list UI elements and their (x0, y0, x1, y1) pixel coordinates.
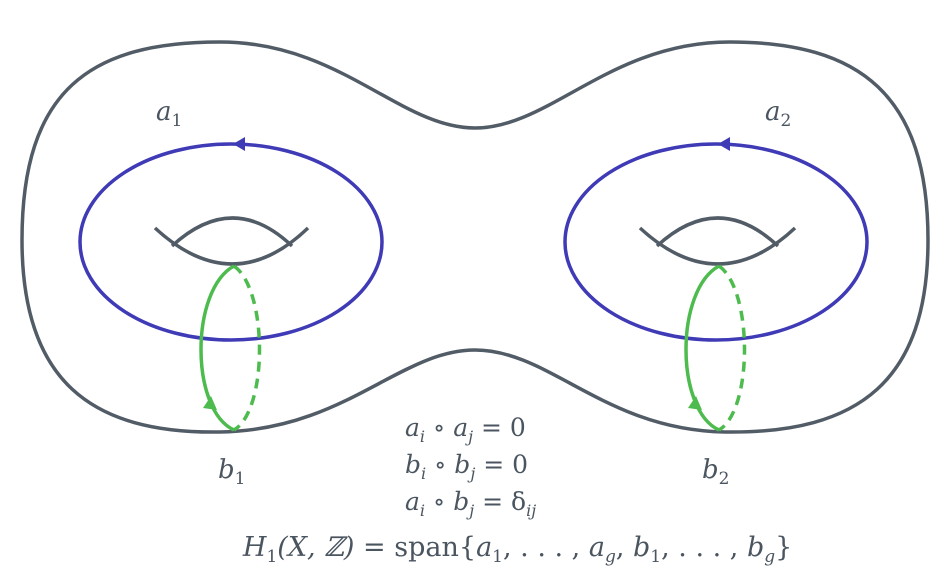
label-b2-sub: 2 (719, 469, 730, 489)
eq3-rhs-sub: ij (526, 501, 536, 520)
surface-outline (20, 40, 930, 434)
label-a2-base: a (765, 97, 781, 127)
eq2-li: i (421, 464, 426, 483)
a2-cycle (563, 142, 869, 342)
eq2-ri: j (467, 464, 475, 483)
hom-bg: g (764, 547, 775, 567)
hom-b1: 1 (650, 547, 661, 567)
eq1-rhs: = 0 (473, 413, 526, 442)
b2-cycle-front (684, 264, 720, 432)
hom-a: a (476, 532, 492, 563)
eq1-op: ∘ (425, 413, 453, 442)
eq3-rhs: = δ (474, 487, 526, 516)
hom-ag: g (605, 547, 616, 567)
label-b2-base: b (702, 455, 719, 485)
eq2-rhs: = 0 (475, 450, 528, 479)
eq2-r: b (454, 450, 470, 479)
hom-span: span{ (394, 532, 476, 563)
label-a2-sub: 2 (781, 111, 792, 131)
hom-args: (X, ℤ) = (277, 532, 394, 563)
eq3-li: i (420, 501, 425, 520)
hom-b: b (633, 532, 650, 563)
eq3-op: ∘ (425, 487, 453, 516)
eq1-r: a (453, 413, 468, 442)
eq3-ri: j (466, 501, 474, 520)
label-b1: b1 (218, 455, 245, 489)
hom-sep1: , . . . , (503, 532, 589, 563)
eq3-r: b (453, 487, 469, 516)
label-a1-sub: 1 (172, 111, 183, 131)
equation-b-b: bi ∘ bj = 0 (405, 450, 528, 483)
homology-equation: H1(X, ℤ) = span{a1, . . . , ag, b1, . . … (200, 532, 818, 567)
hom-sep2: , . . . , (661, 532, 747, 563)
label-a2: a2 (765, 97, 791, 131)
left-hole-upper-curve (170, 216, 294, 248)
hom-h: H (242, 532, 267, 563)
b1-arrowhead-icon (203, 396, 217, 410)
hom-close: } (775, 532, 792, 563)
b1-cycle-front (199, 264, 235, 432)
equation-a-b: ai ∘ bj = δij (405, 487, 536, 520)
right-hole-lower-curve (638, 226, 797, 266)
hom-comma: , (616, 532, 633, 563)
eq1-l: a (405, 413, 420, 442)
hom-b-g: b (747, 532, 764, 563)
label-b2: b2 (702, 455, 729, 489)
b1-cycle-back (232, 264, 262, 432)
left-hole-lower-curve (153, 226, 310, 266)
a1-arrowhead-icon (233, 137, 245, 151)
hom-a1: 1 (492, 547, 503, 567)
a2-arrowhead-icon (718, 137, 730, 151)
b2-arrowhead-icon (688, 396, 702, 410)
eq2-l: b (405, 450, 421, 479)
eq1-li: i (420, 427, 425, 446)
label-a1: a1 (156, 97, 182, 131)
hom-h-sub: 1 (266, 547, 277, 567)
label-a1-base: a (156, 97, 172, 127)
equation-a-a: ai ∘ aj = 0 (405, 413, 526, 446)
label-b1-base: b (218, 455, 235, 485)
eq2-op: ∘ (426, 450, 454, 479)
label-b1-sub: 1 (235, 469, 246, 489)
hom-a-g: a (589, 532, 605, 563)
eq3-l: a (405, 487, 420, 516)
b2-cycle-back (717, 264, 747, 432)
a1-cycle (78, 142, 384, 342)
eq1-ri: j (465, 427, 473, 446)
right-hole-upper-curve (655, 216, 780, 248)
